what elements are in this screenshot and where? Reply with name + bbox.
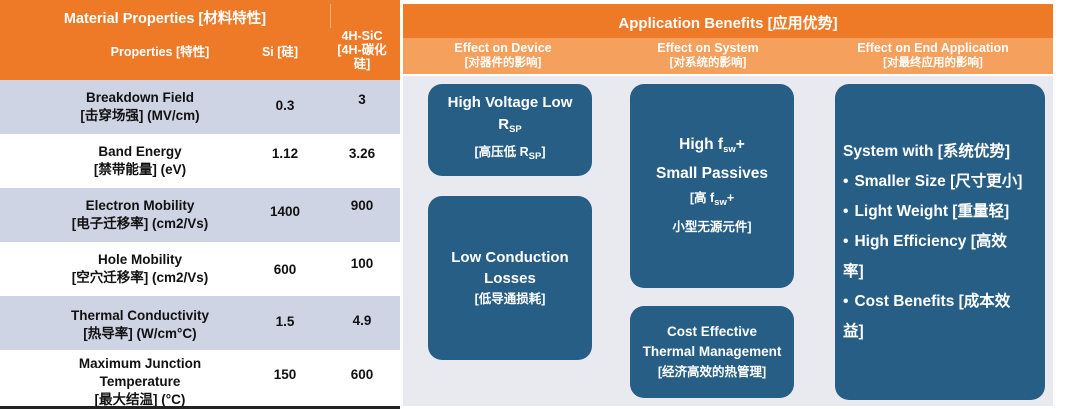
benefits-title: Application Benefits [应用优势]: [618, 15, 838, 32]
application-benefits-panel: Application Benefits [应用优势] Effect on De…: [403, 0, 1053, 409]
si-value: 1400: [269, 204, 301, 219]
cost-effective-box: Cost Effective Thermal Management [经济高效的…: [630, 306, 794, 398]
benefits-header: Application Benefits [应用优势]: [403, 4, 1053, 38]
sic-value: 4.9: [352, 313, 372, 328]
table-row: Hole Mobility[空穴迁移率] (cm2/Vs) 600 100: [0, 242, 400, 296]
benefits-subheader: Effect on Device [对器件的影响] Effect on Syst…: [403, 38, 1053, 74]
column-header-end-application: Effect on End Application [对最终应用的影响]: [857, 41, 1009, 69]
header-divider: [330, 4, 331, 28]
si-value: 150: [273, 367, 297, 382]
table-row: Thermal Conductivity[热导率] (W/cm°C) 1.5 4…: [0, 296, 400, 350]
si-value: 1.5: [275, 314, 295, 329]
property-name: Thermal Conductivity[热导率] (W/cm°C): [70, 308, 210, 341]
sic-value: 100: [350, 256, 374, 271]
si-value: 600: [273, 262, 297, 277]
property-name: Band Energy[禁带能量] (eV): [93, 144, 187, 177]
property-name: Breakdown Field[击穿场强] (MV/cm): [80, 90, 200, 123]
list-item: •Cost Benefits [成本效: [843, 293, 1011, 310]
table-bottom-rule: [0, 406, 400, 409]
si-value: 0.3: [275, 98, 295, 113]
high-frequency-box: High fsw+ Small Passives [高 fsw+ 小型无源元件]: [630, 84, 794, 288]
system-benefits-box: System with [系统优势] •Smaller Size [尺寸更小] …: [835, 84, 1045, 400]
sic-value: 3.26: [348, 146, 376, 161]
column-header-sic: 4H-SiC [4H-碳化 硅]: [337, 29, 387, 71]
list-item: •High Efficiency [高效: [843, 233, 1007, 250]
high-voltage-box: High Voltage Low RSP [高压低 RSP]: [428, 84, 592, 176]
table-title: Material Properties [材料特性]: [63, 11, 267, 27]
list-item-continuation: 率]: [843, 263, 864, 280]
list-item: •Smaller Size [尺寸更小]: [843, 173, 1023, 190]
system-benefits-title: System with [系统优势]: [843, 143, 1011, 160]
table-row: Breakdown Field[击穿场强] (MV/cm) 0.3 3: [0, 80, 400, 134]
low-conduction-box: Low Conduction Losses [低导通损耗]: [428, 196, 592, 360]
table-row: Electron Mobility[电子迁移率] (cm2/Vs) 1400 9…: [0, 188, 400, 242]
property-name: Hole Mobility[空穴迁移率] (cm2/Vs): [71, 252, 209, 285]
column-header-system: Effect on System [对系统的影响]: [657, 41, 759, 69]
benefits-body: High Voltage Low RSP [高压低 RSP] Low Condu…: [403, 76, 1053, 406]
column-header-properties: Properties [特性]: [110, 45, 210, 59]
list-item: •Light Weight [重量轻]: [843, 203, 1010, 220]
si-value: 1.12: [271, 146, 299, 161]
property-name: Electron Mobility[电子迁移率] (cm2/Vs): [71, 198, 209, 231]
sic-value: 600: [350, 367, 374, 382]
table-row: Band Energy[禁带能量] (eV) 1.12 3.26: [0, 134, 400, 188]
table-header: Material Properties [材料特性] Properties [特…: [0, 0, 400, 80]
list-item-continuation: 益]: [843, 323, 864, 340]
material-properties-table: Material Properties [材料特性] Properties [特…: [0, 0, 400, 409]
column-header-si: Si [硅]: [261, 45, 299, 59]
sic-value: 900: [350, 198, 374, 213]
column-header-device: Effect on Device [对器件的影响]: [454, 41, 552, 69]
sic-value: 3: [358, 92, 366, 107]
